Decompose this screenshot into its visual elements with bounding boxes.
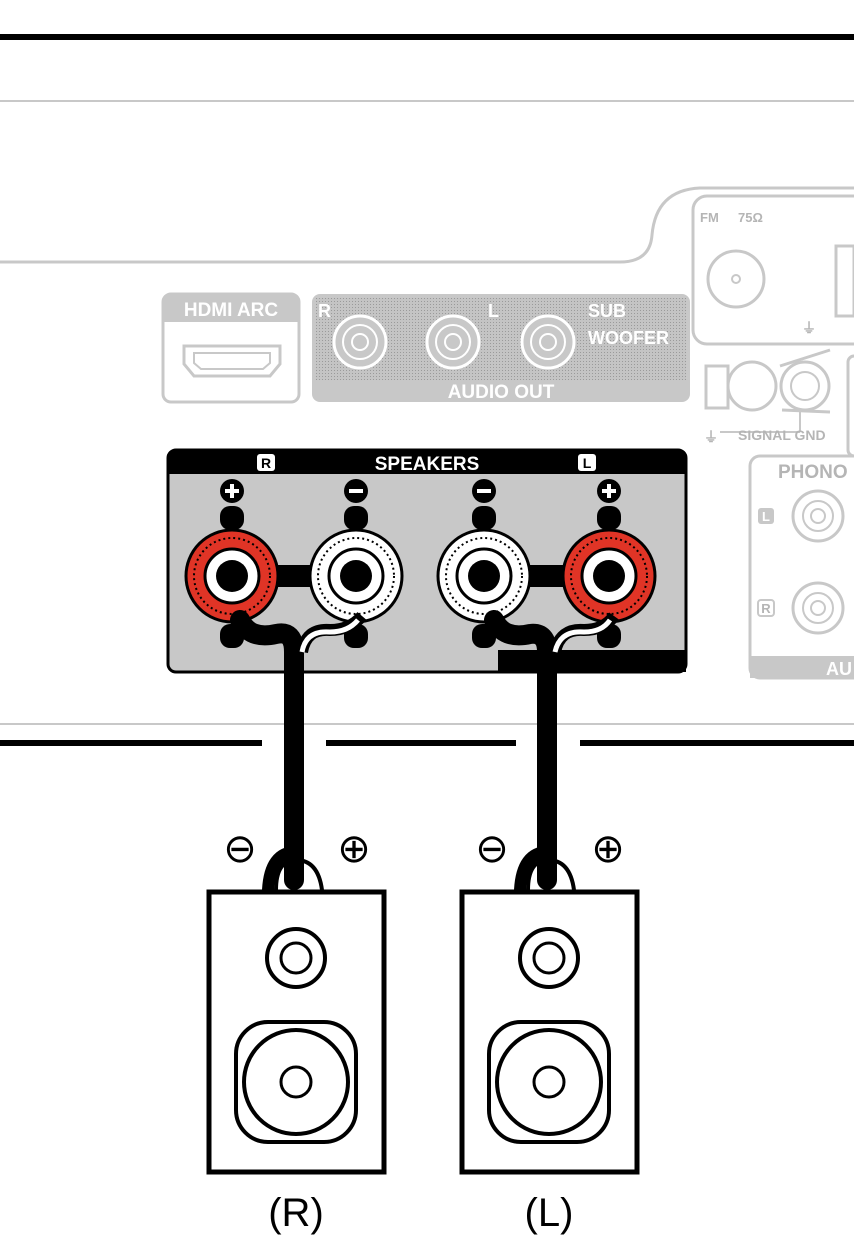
hdmi-arc-block: HDMI ARC (161, 292, 301, 404)
ohm-label: 75Ω (738, 210, 763, 225)
speakers-l-badge-box (578, 454, 596, 471)
tuner-block: FM 75Ω ⏚ (691, 194, 854, 346)
audio-out-block: R L SUB WOOFER AUDIO OUT (312, 294, 690, 403)
sub-label: SUB (588, 301, 626, 321)
speaker-left-caption: (L) (525, 1191, 574, 1235)
top-border-line (0, 34, 854, 40)
cable-right (230, 610, 367, 891)
woofer-icon (234, 1020, 358, 1144)
ground-symbol-2: ⏚ (704, 429, 718, 445)
audio-out-title: AUDIO OUT (448, 382, 555, 403)
speakers-r-badge: R (261, 455, 271, 471)
upper-panel-contour (0, 186, 854, 264)
fm-label: FM (700, 210, 719, 225)
tweeter-icon (518, 927, 580, 989)
signal-gnd-block: ⏚ SIGNAL GND (704, 348, 854, 458)
minus-marker-r (344, 479, 368, 503)
bottom-border-mid (326, 740, 516, 746)
speaker-l-plus-symbol: ⊕ (591, 827, 625, 871)
phono-bottom-label: AU (826, 659, 852, 679)
plus-marker-l (597, 479, 621, 503)
audio-out-r-label: R (318, 301, 331, 321)
speakers-l-badge: L (583, 455, 592, 471)
speakers-title: SPEAKERS (375, 454, 480, 475)
speaker-left: ⊖ ⊕ (L) (459, 827, 640, 1235)
speaker-l-minus-symbol: ⊖ (475, 827, 509, 871)
speakers-r-badge-box (257, 454, 275, 471)
terminal-l-minus (436, 528, 532, 624)
woofer-label: WOOFER (588, 328, 669, 348)
speaker-right-caption: (R) (268, 1191, 324, 1235)
terminal-l-plus (561, 528, 657, 624)
tweeter-icon (265, 927, 327, 989)
rca-jack-r (332, 314, 388, 370)
cable-left (484, 610, 619, 891)
phono-l-label: L (762, 509, 770, 524)
speakers-terminal-block: R SPEAKERS L (166, 448, 688, 674)
speaker-r-plus-symbol: ⊕ (337, 827, 371, 871)
hdmi-label: HDMI ARC (184, 300, 279, 321)
phono-block: PHONO L R AU (748, 454, 854, 680)
phono-jack-r (791, 581, 845, 635)
phono-jack-l (791, 489, 845, 543)
signal-gnd-label: SIGNAL GND (738, 427, 826, 443)
rca-jack-l (425, 314, 481, 370)
am-terminal (834, 244, 854, 318)
bottom-border-left (0, 740, 262, 746)
plus-marker-r (220, 479, 244, 503)
terminal-r-minus (308, 528, 404, 624)
phono-r-label: R (761, 601, 771, 616)
speaker-r-minus-symbol: ⊖ (223, 827, 257, 871)
terminal-r-plus (184, 528, 280, 624)
woofer-icon (487, 1020, 611, 1144)
bottom-border-right (580, 740, 854, 746)
fm-jack (706, 249, 766, 309)
ground-symbol-1: ⏚ (802, 320, 816, 336)
audio-out-l-label: L (488, 301, 499, 321)
phono-title: PHONO (778, 462, 848, 483)
speaker-right: ⊖ ⊕ (R) (206, 827, 387, 1235)
minus-marker-l (472, 479, 496, 503)
hdmi-port-icon (182, 344, 282, 378)
rca-jack-sub (520, 314, 576, 370)
